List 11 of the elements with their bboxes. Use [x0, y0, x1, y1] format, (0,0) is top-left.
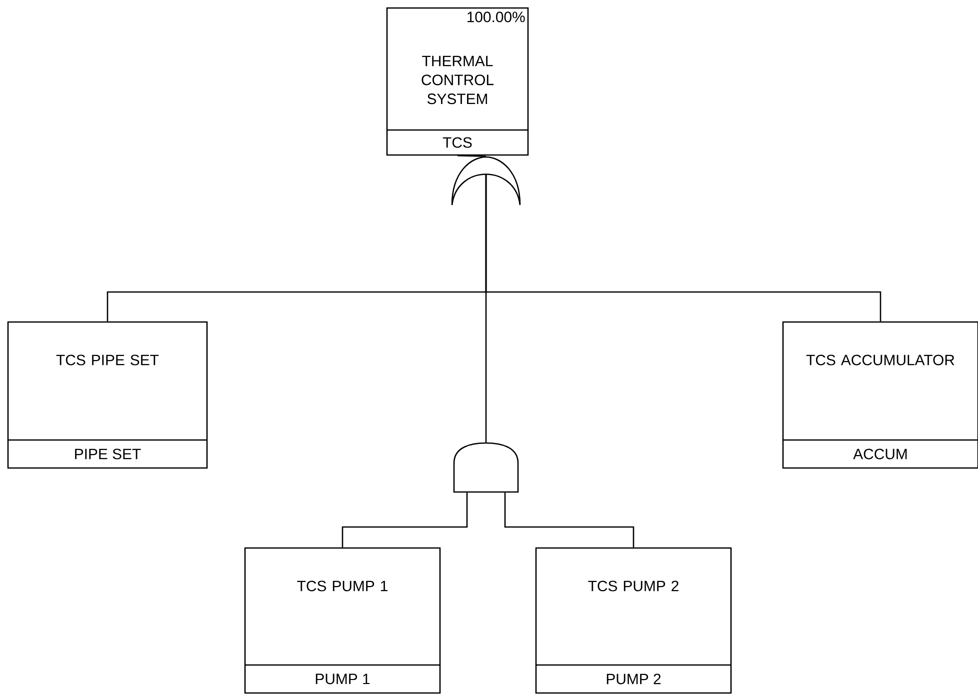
connector-line: [457, 155, 486, 157]
connector-line: [485, 174, 882, 322]
event-box: 100.00% THERMAL CONTROL SYSTEM TCS: [386, 7, 529, 156]
and-gate: [453, 442, 519, 493]
event-box: TCS PUMP 1 PUMP 1: [244, 547, 441, 694]
connector-line: [504, 492, 634, 548]
or-gate: [451, 156, 521, 206]
connector-line: [342, 492, 468, 548]
event-box: TCS PUMP 2 PUMP 2: [535, 547, 732, 694]
event-box: TCS PIPE SET PIPE SET: [7, 321, 208, 469]
event-box: TCS ACCUMULATOR ACCUM: [782, 321, 978, 469]
